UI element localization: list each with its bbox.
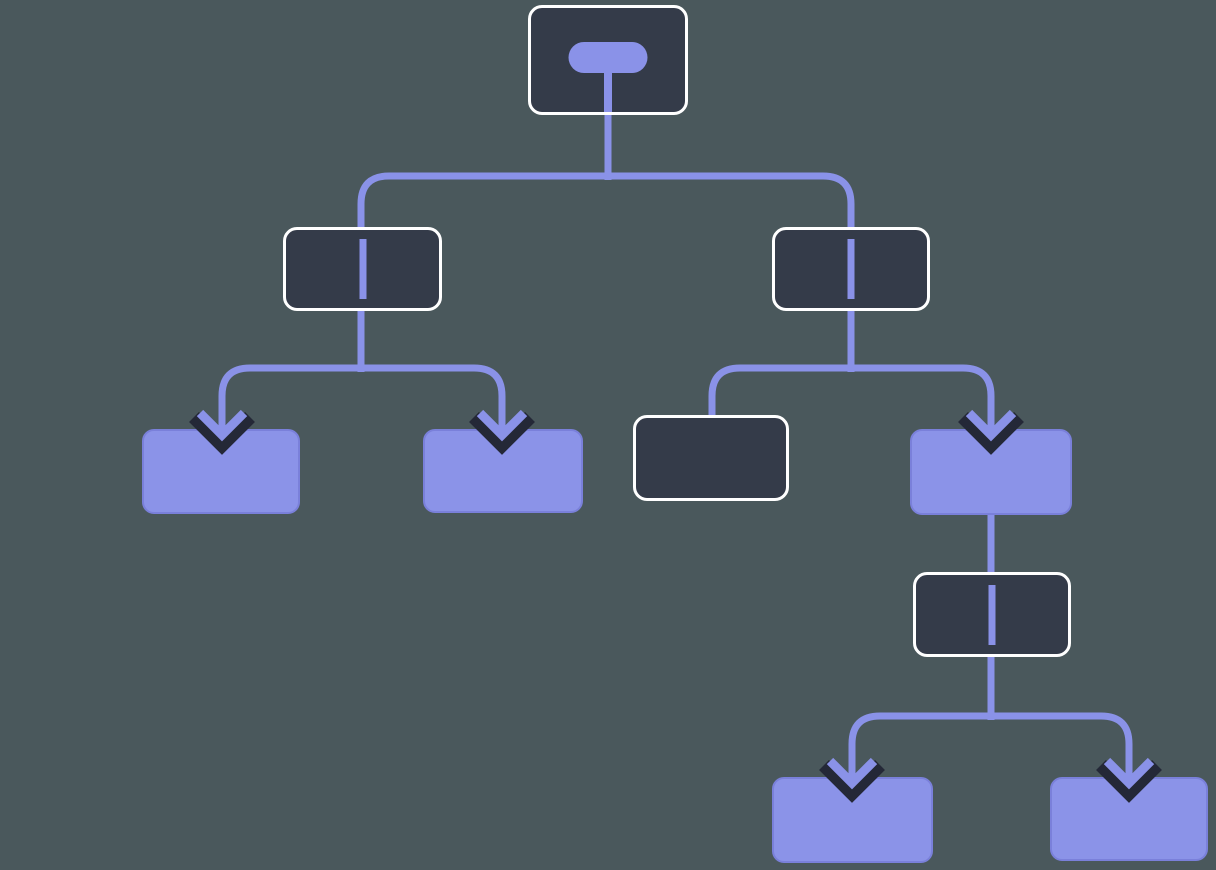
arrow-down-icon	[819, 749, 885, 803]
arrow-down-icon	[1096, 749, 1162, 803]
arrow-down-icon	[469, 401, 535, 455]
root-pill-stem-icon	[604, 70, 612, 112]
edge-root-to-branches	[357, 172, 855, 230]
edge-branch-bottom-rail	[848, 712, 1133, 772]
vertical-line-icon	[359, 239, 366, 299]
node-dark-leaf[interactable]	[633, 415, 789, 501]
vertical-line-icon	[988, 584, 996, 645]
node-branch-bottom[interactable]	[913, 572, 1071, 657]
arrow-down-icon	[189, 401, 255, 455]
node-root[interactable]	[528, 5, 688, 115]
vertical-line-icon	[847, 239, 855, 299]
edge-branch-left-rail	[218, 364, 506, 424]
root-pill-icon	[568, 42, 648, 73]
node-branch-right[interactable]	[772, 227, 930, 311]
node-branch-left[interactable]	[283, 227, 442, 311]
edge-branch-right-rail	[708, 364, 995, 424]
arrow-down-icon	[958, 401, 1024, 455]
